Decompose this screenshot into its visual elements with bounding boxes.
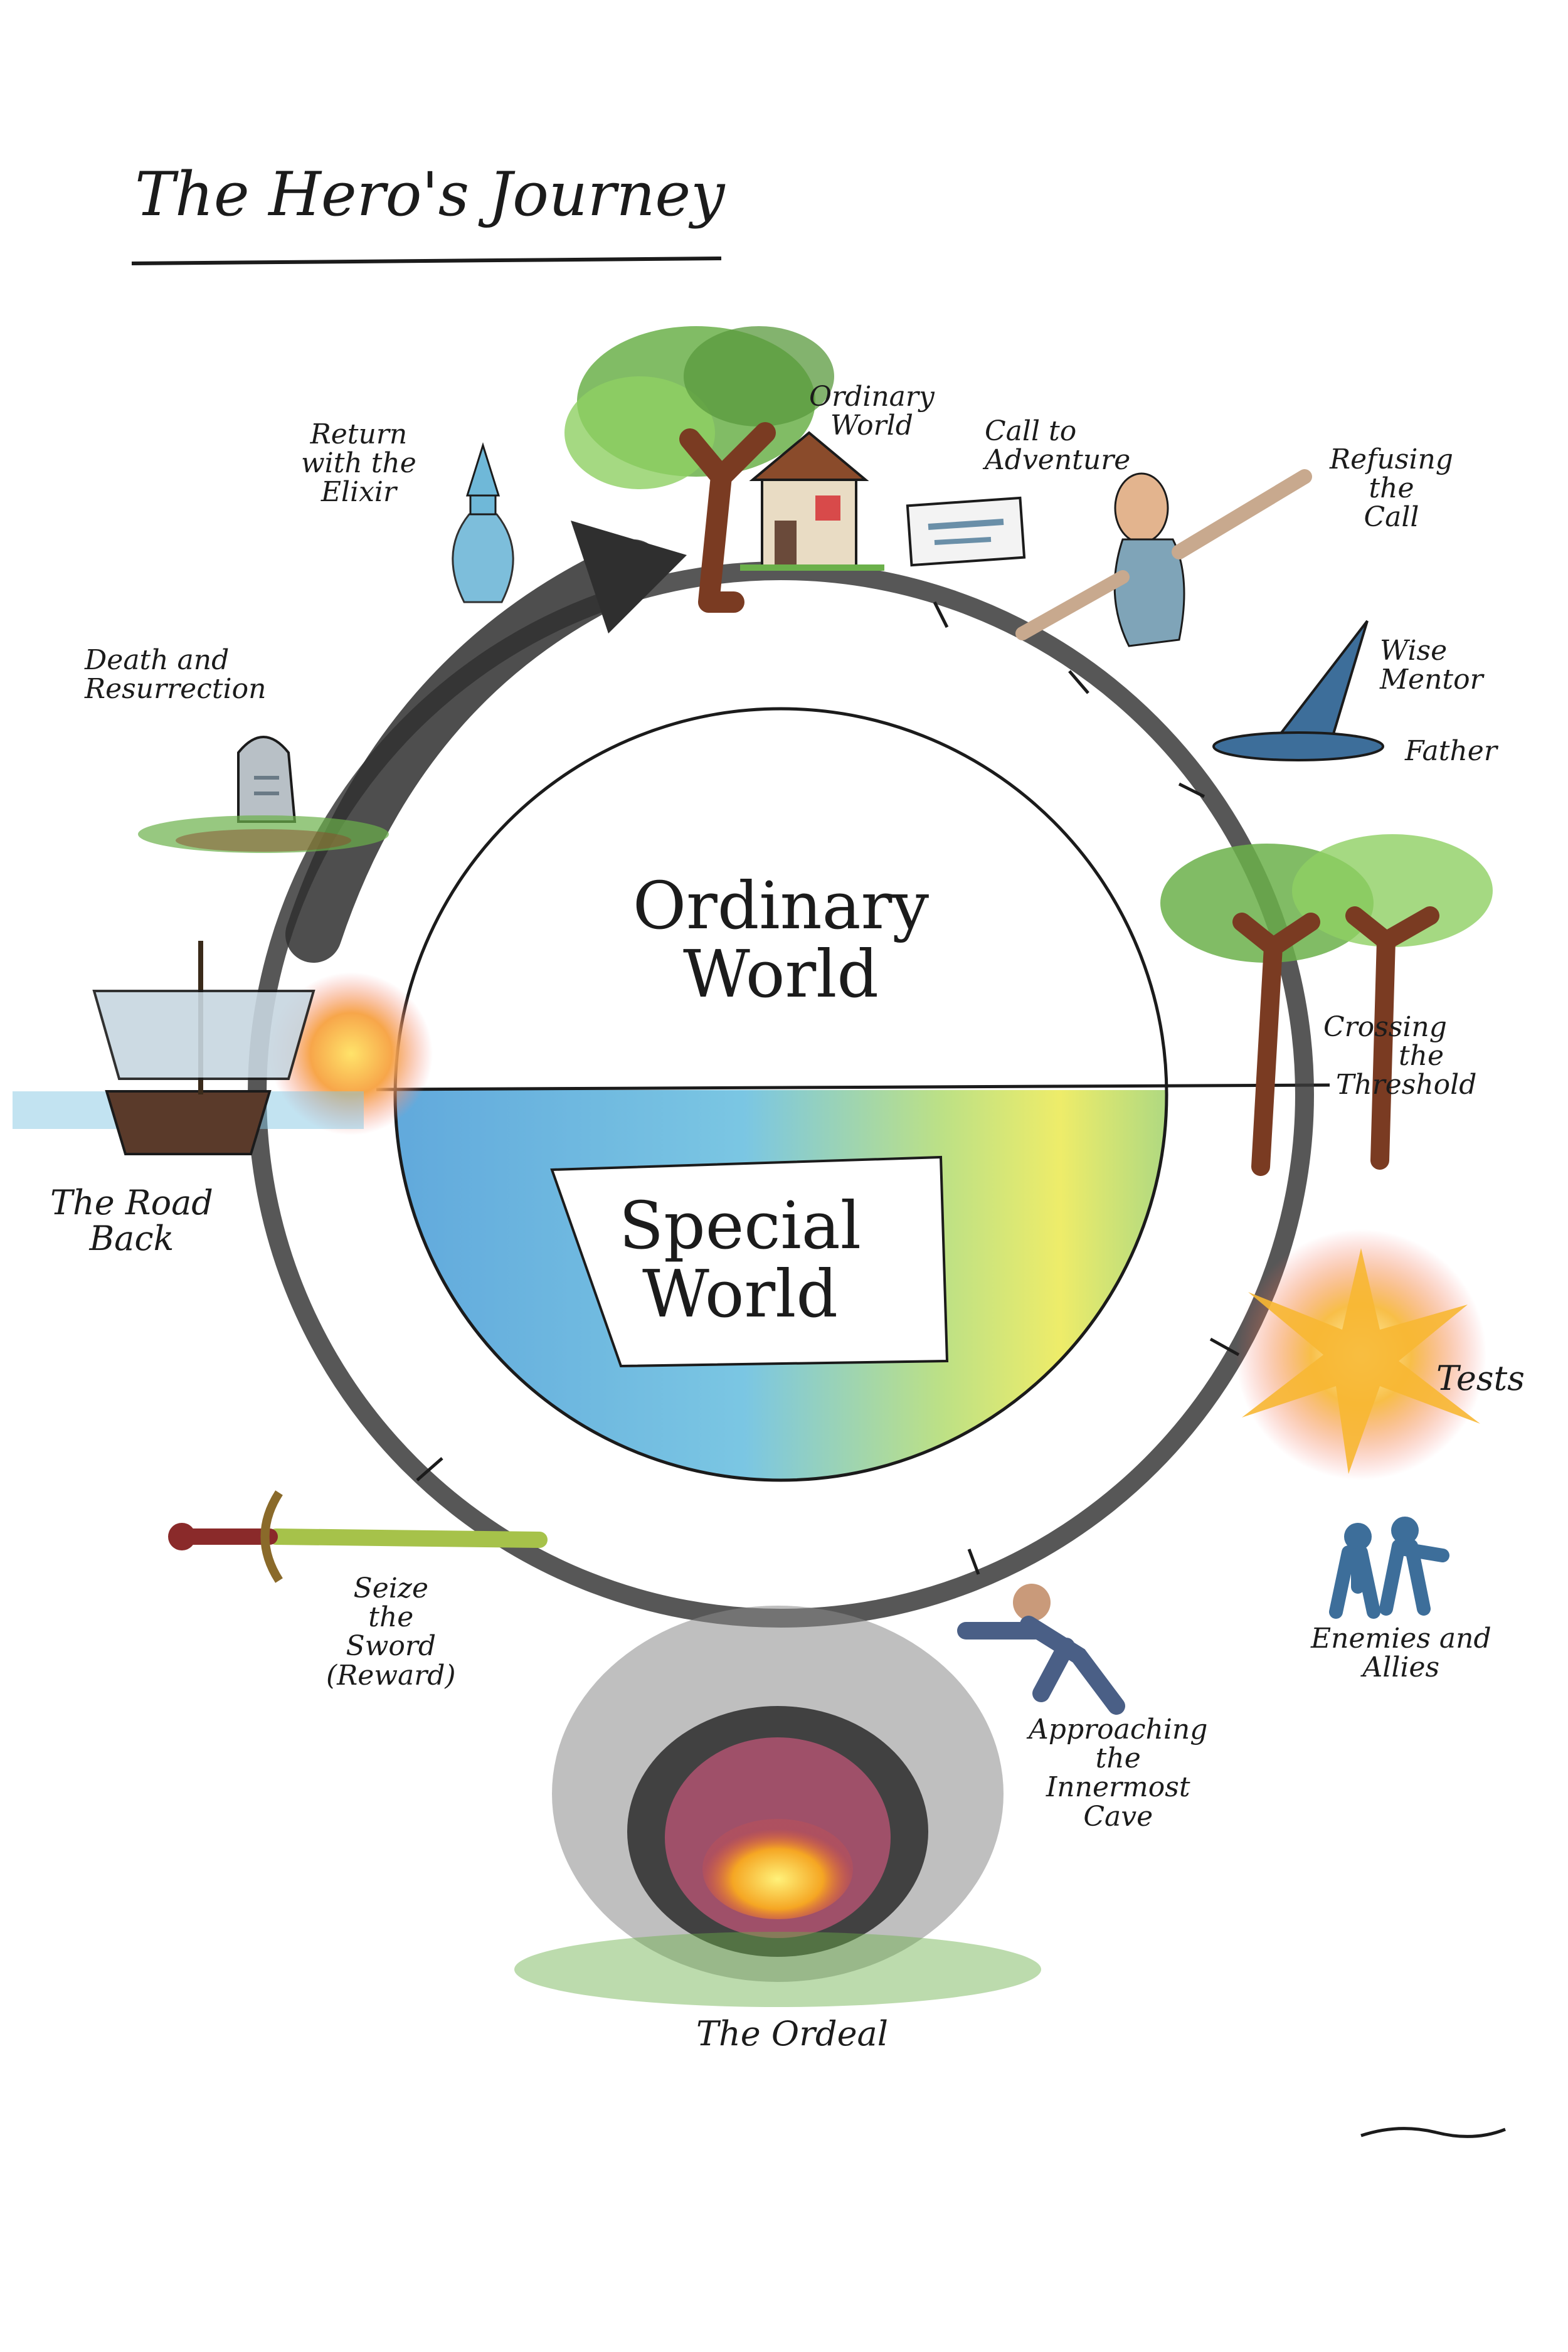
label-ordinary-world-line-2: World: [830, 410, 913, 442]
label-road-back-line-1: The Road: [50, 1183, 213, 1222]
label-call-line-1: Call to: [985, 415, 1077, 447]
diagram-title: The Hero's Journey: [135, 159, 725, 230]
label-approach-line-2: the: [1095, 1742, 1141, 1775]
center-special-world: Special World: [564, 1187, 916, 1333]
label-ordinary-world-line-1: Ordinary: [809, 381, 935, 413]
label-enemies-and-allies: Enemies and Allies: [1311, 1624, 1491, 1682]
label-approaching-innermost-cave: Approaching the Innermost Cave: [1029, 1715, 1207, 1831]
label-call-to-adventure: Call to Adventure: [985, 415, 1131, 477]
label-road-back-line-2: Back: [89, 1218, 174, 1258]
label-death-line-1: Death and: [85, 644, 230, 676]
label-crossing-the-threshold: Crossing the Threshold: [1323, 1011, 1477, 1101]
label-return-line-3: Elixir: [320, 476, 396, 509]
label-approach-line-4: Cave: [1083, 1800, 1153, 1833]
gravestone-icon: [138, 736, 389, 853]
title-underline: [131, 257, 722, 265]
label-death-line-2: Resurrection: [85, 673, 267, 706]
center-ordinary-line-1: Ordinary: [632, 867, 930, 944]
horizon-line: [376, 1083, 1330, 1091]
label-return-line-2: with the: [301, 447, 416, 480]
label-refusing-line-1: Refusing: [1330, 443, 1453, 475]
label-return-with-the-elixir: Return with the Elixir: [301, 420, 416, 507]
signature-scribble: [1360, 2127, 1506, 2138]
label-crossing-line-2: the: [1399, 1040, 1444, 1073]
explosion-icon: [1236, 1229, 1486, 1480]
label-seize-line-2: the: [368, 1601, 414, 1634]
label-enemies-line-1: Enemies and: [1311, 1623, 1491, 1655]
center-ordinary-line-2: World: [683, 936, 879, 1013]
enemies-allies-icon: [1329, 1517, 1449, 1619]
letter-icon: [906, 496, 1026, 567]
center-special-line-1: Special: [618, 1187, 862, 1264]
journey-arrow-shaft: [285, 539, 662, 963]
cave-fire-icon: [514, 1606, 1041, 2007]
threshold-trees-icon: [1160, 834, 1493, 1176]
running-figure-icon: [957, 1584, 1125, 1715]
ship-icon: [13, 941, 433, 1155]
label-mentor-line-1: Wise: [1380, 635, 1448, 667]
label-approach-line-1: Approaching: [1029, 1714, 1208, 1745]
elixir-bottle-icon: [452, 442, 514, 603]
label-call-line-2: Adventure: [985, 444, 1131, 477]
refusing-figure-icon: [1015, 469, 1312, 647]
label-death-and-resurrection: Death and Resurrection: [85, 644, 267, 706]
label-wise-mentor: Wise Mentor: [1380, 635, 1483, 696]
label-crossing-line-1: Crossing: [1323, 1011, 1447, 1043]
center-ordinary-world: Ordinary World: [602, 867, 960, 1013]
label-seize-line-4: (Reward): [326, 1659, 456, 1692]
label-father: Father: [1405, 735, 1497, 767]
journey-arrow-head: [571, 521, 687, 633]
label-seize-the-sword: Seize the Sword (Reward): [326, 1574, 456, 1690]
label-tests: Tests: [1436, 1359, 1525, 1398]
label-refusing-the-call: Refusing the Call: [1330, 445, 1453, 532]
sword-icon: [168, 1490, 548, 1583]
label-ordinary-world: Ordinary World: [809, 381, 935, 442]
label-approach-line-3: Innermost: [1046, 1771, 1190, 1804]
label-the-road-back: The Road Back: [50, 1185, 213, 1256]
ring-ticks: [416, 601, 1240, 1575]
label-enemies-line-2: Allies: [1362, 1651, 1440, 1684]
center-special-line-2: World: [642, 1256, 838, 1333]
house-icon: [740, 431, 884, 571]
label-mentor-line-2: Mentor: [1380, 664, 1483, 696]
label-refusing-line-2: the: [1369, 472, 1414, 505]
tree-icon: [564, 326, 834, 613]
label-seize-line-3: Sword: [346, 1630, 437, 1663]
label-return-line-1: Return: [310, 418, 408, 450]
label-the-ordeal: The Ordeal: [696, 2014, 888, 2053]
wizard-hat-icon: [1212, 620, 1384, 761]
label-seize-line-1: Seize: [353, 1572, 429, 1604]
label-refusing-line-3: Call: [1364, 501, 1419, 534]
label-crossing-line-3: Threshold: [1336, 1069, 1477, 1101]
